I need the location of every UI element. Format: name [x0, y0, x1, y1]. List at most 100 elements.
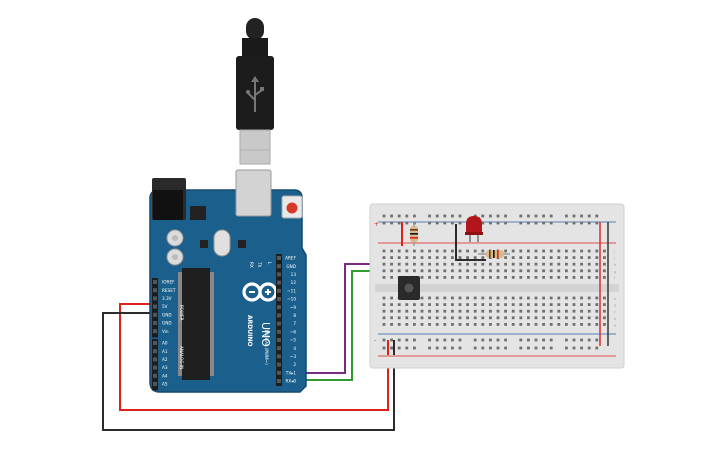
breadboard-hole[interactable]	[382, 256, 386, 259]
breadboard-hole[interactable]	[489, 214, 492, 218]
breadboard-hole[interactable]	[603, 323, 606, 326]
breadboard-hole[interactable]	[519, 338, 523, 342]
breadboard-hole[interactable]	[451, 296, 454, 300]
digital-pin-hole[interactable]	[277, 305, 281, 310]
breadboard-hole[interactable]	[557, 256, 561, 259]
digital-pin-hole[interactable]	[277, 288, 281, 293]
breadboard-hole[interactable]	[451, 323, 454, 326]
power-pin-hole[interactable]	[153, 312, 157, 317]
digital-pin-hole[interactable]	[277, 329, 281, 334]
breadboard-hole[interactable]	[382, 214, 386, 218]
power-pin-hole[interactable]	[153, 329, 157, 334]
breadboard-hole[interactable]	[549, 269, 553, 273]
analog-pin-hole[interactable]	[153, 382, 157, 386]
breadboard-hole[interactable]	[473, 296, 477, 300]
breadboard-hole[interactable]	[413, 269, 416, 273]
breadboard-hole[interactable]	[382, 249, 386, 253]
analog-pin-hole[interactable]	[153, 341, 157, 345]
breadboard-hole[interactable]	[595, 269, 599, 273]
breadboard-hole[interactable]	[557, 309, 561, 313]
breadboard-hole[interactable]	[451, 249, 454, 253]
breadboard-hole[interactable]	[466, 262, 469, 266]
breadboard-hole[interactable]	[565, 303, 568, 306]
resistor-2[interactable]	[478, 250, 510, 258]
breadboard-hole[interactable]	[473, 338, 477, 342]
breadboard-hole[interactable]	[542, 221, 545, 225]
breadboard-hole[interactable]	[473, 269, 477, 273]
breadboard-hole[interactable]	[413, 262, 416, 266]
breadboard-hole[interactable]	[511, 249, 515, 253]
breadboard-hole[interactable]	[481, 338, 485, 342]
breadboard-hole[interactable]	[534, 296, 538, 300]
breadboard-hole[interactable]	[542, 338, 545, 342]
breadboard-hole[interactable]	[580, 269, 583, 273]
breadboard-hole[interactable]	[481, 249, 485, 253]
breadboard-hole[interactable]	[390, 323, 393, 326]
breadboard-hole[interactable]	[435, 303, 439, 306]
breadboard-hole[interactable]	[390, 346, 393, 350]
breadboard-hole[interactable]	[451, 214, 454, 218]
breadboard-hole[interactable]	[420, 269, 424, 273]
breadboard-hole[interactable]	[557, 296, 561, 300]
breadboard-hole[interactable]	[413, 323, 416, 326]
breadboard-hole[interactable]	[527, 316, 530, 320]
breadboard-hole[interactable]	[443, 256, 447, 259]
breadboard-hole[interactable]	[511, 269, 515, 273]
breadboard-hole[interactable]	[549, 214, 553, 218]
breadboard-hole[interactable]	[458, 256, 462, 259]
breadboard-hole[interactable]	[428, 296, 431, 300]
breadboard-hole[interactable]	[519, 276, 523, 279]
breadboard-hole[interactable]	[405, 269, 409, 273]
breadboard-hole[interactable]	[481, 221, 485, 225]
breadboard-hole[interactable]	[603, 262, 606, 266]
digital-pin-hole[interactable]	[277, 313, 281, 318]
breadboard-hole[interactable]	[382, 296, 386, 300]
breadboard-hole[interactable]	[504, 309, 507, 313]
breadboard-hole[interactable]	[519, 256, 523, 259]
breadboard-hole[interactable]	[496, 214, 500, 218]
breadboard-hole[interactable]	[587, 316, 591, 320]
breadboard-hole[interactable]	[435, 323, 439, 326]
breadboard-hole[interactable]	[549, 221, 553, 225]
power-pin-hole[interactable]	[153, 280, 157, 284]
breadboard-hole[interactable]	[496, 338, 500, 342]
breadboard-hole[interactable]	[511, 309, 515, 313]
breadboard-hole[interactable]	[428, 346, 431, 350]
breadboard-hole[interactable]	[557, 303, 561, 306]
breadboard-hole[interactable]	[527, 346, 530, 350]
breadboard-hole[interactable]	[458, 214, 462, 218]
breadboard-hole[interactable]	[466, 323, 469, 326]
breadboard-hole[interactable]	[382, 276, 386, 279]
breadboard-hole[interactable]	[595, 296, 599, 300]
breadboard-hole[interactable]	[496, 296, 500, 300]
breadboard-hole[interactable]	[572, 262, 576, 266]
digital-pin-hole[interactable]	[277, 346, 281, 351]
breadboard-hole[interactable]	[496, 276, 500, 279]
breadboard-hole[interactable]	[580, 256, 583, 259]
breadboard-hole[interactable]	[466, 309, 469, 313]
breadboard-hole[interactable]	[587, 296, 591, 300]
breadboard-hole[interactable]	[390, 269, 393, 273]
breadboard-hole[interactable]	[451, 256, 454, 259]
breadboard-hole[interactable]	[534, 303, 538, 306]
breadboard-hole[interactable]	[496, 323, 500, 326]
breadboard-hole[interactable]	[519, 221, 523, 225]
breadboard-hole[interactable]	[473, 323, 477, 326]
breadboard-hole[interactable]	[527, 262, 530, 266]
breadboard-hole[interactable]	[603, 316, 606, 320]
power-pin-hole[interactable]	[153, 304, 157, 309]
resistor-1[interactable]	[410, 222, 418, 246]
breadboard-hole[interactable]	[458, 249, 462, 253]
breadboard-hole[interactable]	[587, 303, 591, 306]
breadboard-hole[interactable]	[451, 221, 454, 225]
breadboard-hole[interactable]	[481, 296, 485, 300]
breadboard-hole[interactable]	[557, 249, 561, 253]
breadboard-hole[interactable]	[473, 256, 477, 259]
breadboard-hole[interactable]	[382, 269, 386, 273]
breadboard-hole[interactable]	[565, 249, 568, 253]
breadboard-hole[interactable]	[572, 303, 576, 306]
breadboard-hole[interactable]	[572, 214, 576, 218]
breadboard-hole[interactable]	[542, 276, 545, 279]
breadboard-hole[interactable]	[458, 221, 462, 225]
